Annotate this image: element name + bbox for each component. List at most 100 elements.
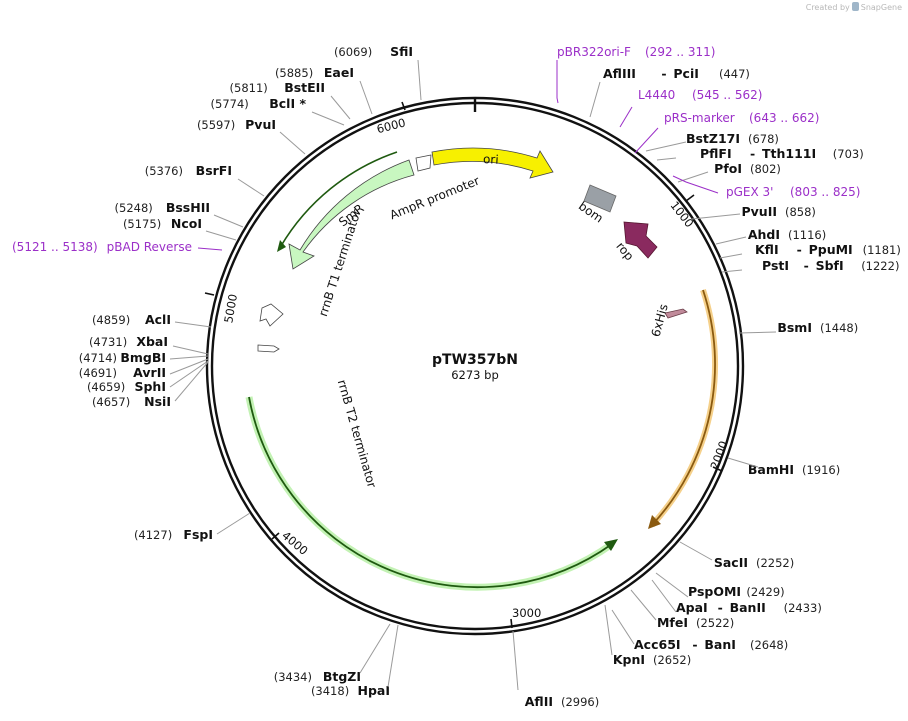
site-name-pspomi: PspOMI	[688, 584, 741, 599]
his-tag-feature[interactable]	[664, 308, 688, 319]
leader-pair-acc65i	[611, 609, 635, 645]
primer-leader-prs-marker	[634, 127, 659, 154]
ampr-promoter-feature[interactable]	[415, 154, 432, 172]
leader-bcli	[311, 111, 345, 126]
ori-feature[interactable]	[431, 147, 554, 179]
site-name-bsmi: BsmI	[777, 320, 812, 335]
leader-pvuii	[691, 213, 741, 220]
site-name-pcii: PciI	[673, 66, 699, 81]
site-name-bstz17i: BstZ17I	[686, 131, 740, 146]
site-position-sacii: (2252)	[756, 556, 794, 570]
site-position-sphi: (4659)	[87, 380, 125, 394]
site-position-pvui: (5597)	[197, 118, 235, 132]
primer-range-pgex-3: (803 .. 825)	[790, 185, 860, 199]
bom-feature[interactable]	[583, 184, 617, 213]
rrnb-t2-terminator-feature[interactable]	[257, 344, 280, 353]
leader-sphi	[169, 360, 209, 388]
site-position-hpai: (3418)	[311, 684, 349, 698]
tick-5000	[204, 292, 215, 296]
site-position-acc65i: (2648)	[750, 638, 788, 652]
leader-ncoi	[205, 230, 237, 241]
tick-1000	[685, 194, 695, 202]
site-name-acc65i: Acc65I	[634, 637, 681, 652]
orange-feature-arrowhead	[648, 515, 661, 529]
site-position-fspi: (4127)	[134, 528, 172, 542]
site-name-pflfi: PflFI	[700, 146, 732, 161]
site-labels: SfiI(6069)EaeI(5885)BstEII(5811)BclI *(5…	[12, 44, 901, 709]
ori-label: ori	[483, 152, 499, 167]
site-pair-separator-pflfi: -	[750, 146, 755, 161]
rrnb-t2-terminator-label: rrnB T2 terminator	[335, 378, 379, 489]
tick-label-3000: 3000	[512, 606, 541, 620]
site-name-fspi: FspI	[183, 527, 213, 542]
site-position-psti: (1222)	[861, 259, 899, 273]
site-position-eaei: (5885)	[275, 66, 313, 80]
primer-name-pbad-reverse: pBAD Reverse	[107, 240, 192, 254]
leader-pair-afliii	[589, 81, 601, 118]
site-position-bsshii: (5248)	[115, 201, 153, 215]
leader-nsii	[174, 361, 209, 402]
leader-pair-pspomi	[655, 572, 689, 598]
site-name-ppumi: PpuMI	[809, 242, 853, 257]
smr-strand-line	[280, 151, 398, 247]
leader-acli	[174, 321, 212, 328]
green-feature-arrowhead	[604, 539, 618, 551]
site-pair-separator-afliii: -	[661, 66, 666, 81]
snapgene-logo-icon	[851, 2, 859, 11]
site-name-eaei: EaeI	[324, 65, 354, 80]
tick-3000	[510, 618, 513, 629]
site-name-acli: AclI	[145, 312, 171, 327]
leader-bmgbi	[169, 355, 209, 360]
site-name-aflii: AflII	[525, 694, 553, 709]
site-position-nsii: (4657)	[92, 395, 130, 409]
tick-label-5000: 5000	[221, 293, 240, 324]
rop-feature[interactable]	[623, 221, 658, 259]
plasmid-size: 6273 bp	[451, 368, 499, 382]
site-name-sfii: SfiI	[390, 44, 413, 59]
site-position-acli: (4859)	[92, 313, 130, 327]
site-pair-separator-kfli: -	[797, 242, 802, 257]
site-name-bamhi: BamHI	[748, 462, 794, 477]
orange-feature-arc[interactable]	[651, 289, 716, 526]
site-name-afliii: AflIII	[603, 66, 636, 81]
site-position-ncoi: (5175)	[123, 217, 161, 231]
primer-range-prs-marker: (643 .. 662)	[749, 111, 819, 125]
site-name-nsii: NsiI	[144, 394, 171, 409]
leader-avrii	[169, 358, 209, 375]
site-name-bcli: BclI *	[269, 96, 306, 111]
site-name-sbfi: SbfI	[816, 258, 844, 273]
site-name-xbai: XbaI	[136, 334, 168, 349]
tick-label-6000: 6000	[375, 115, 407, 136]
leader-pair-psti	[721, 269, 743, 273]
primer-name-pgex-3: pGEX 3'	[726, 185, 773, 199]
site-position-kfli: (1181)	[863, 243, 901, 257]
site-name-sacii: SacII	[714, 555, 748, 570]
leader-mfei	[630, 589, 657, 621]
site-name-ahdi: AhdI	[748, 227, 780, 242]
site-name-bani: BanI	[704, 637, 736, 652]
site-position-bsrfi: (5376)	[145, 164, 183, 178]
site-name-bmgbi: BmgBI	[120, 350, 166, 365]
leader-bstz17i	[645, 141, 687, 152]
site-name-banii: BanII	[730, 600, 766, 615]
leader-fspi	[216, 512, 251, 535]
rrnb-t1-terminator-feature[interactable]	[259, 303, 284, 327]
smr-feature[interactable]	[288, 159, 415, 270]
site-position-apai: (2433)	[784, 601, 822, 615]
leader-pvui	[279, 131, 306, 155]
site-position-bsteii: (5811)	[230, 81, 268, 95]
green-feature-glow	[245, 396, 615, 591]
leader-bsrfi	[237, 178, 265, 197]
tick-2000	[712, 466, 723, 472]
site-position-xbai: (4731)	[89, 335, 127, 349]
primer-leader-pgex-3	[672, 175, 719, 194]
site-position-btgzi: (3434)	[274, 670, 312, 684]
ampr-promoter-label: AmpR promoter	[388, 174, 482, 223]
leader-pair-kfli	[719, 253, 743, 259]
primer-range-l4440: (545 .. 562)	[692, 88, 762, 102]
site-name-kpni: KpnI	[613, 652, 645, 667]
green-feature-arc[interactable]	[248, 396, 613, 589]
leader-xbai	[172, 345, 209, 355]
tick-6000	[401, 101, 406, 111]
